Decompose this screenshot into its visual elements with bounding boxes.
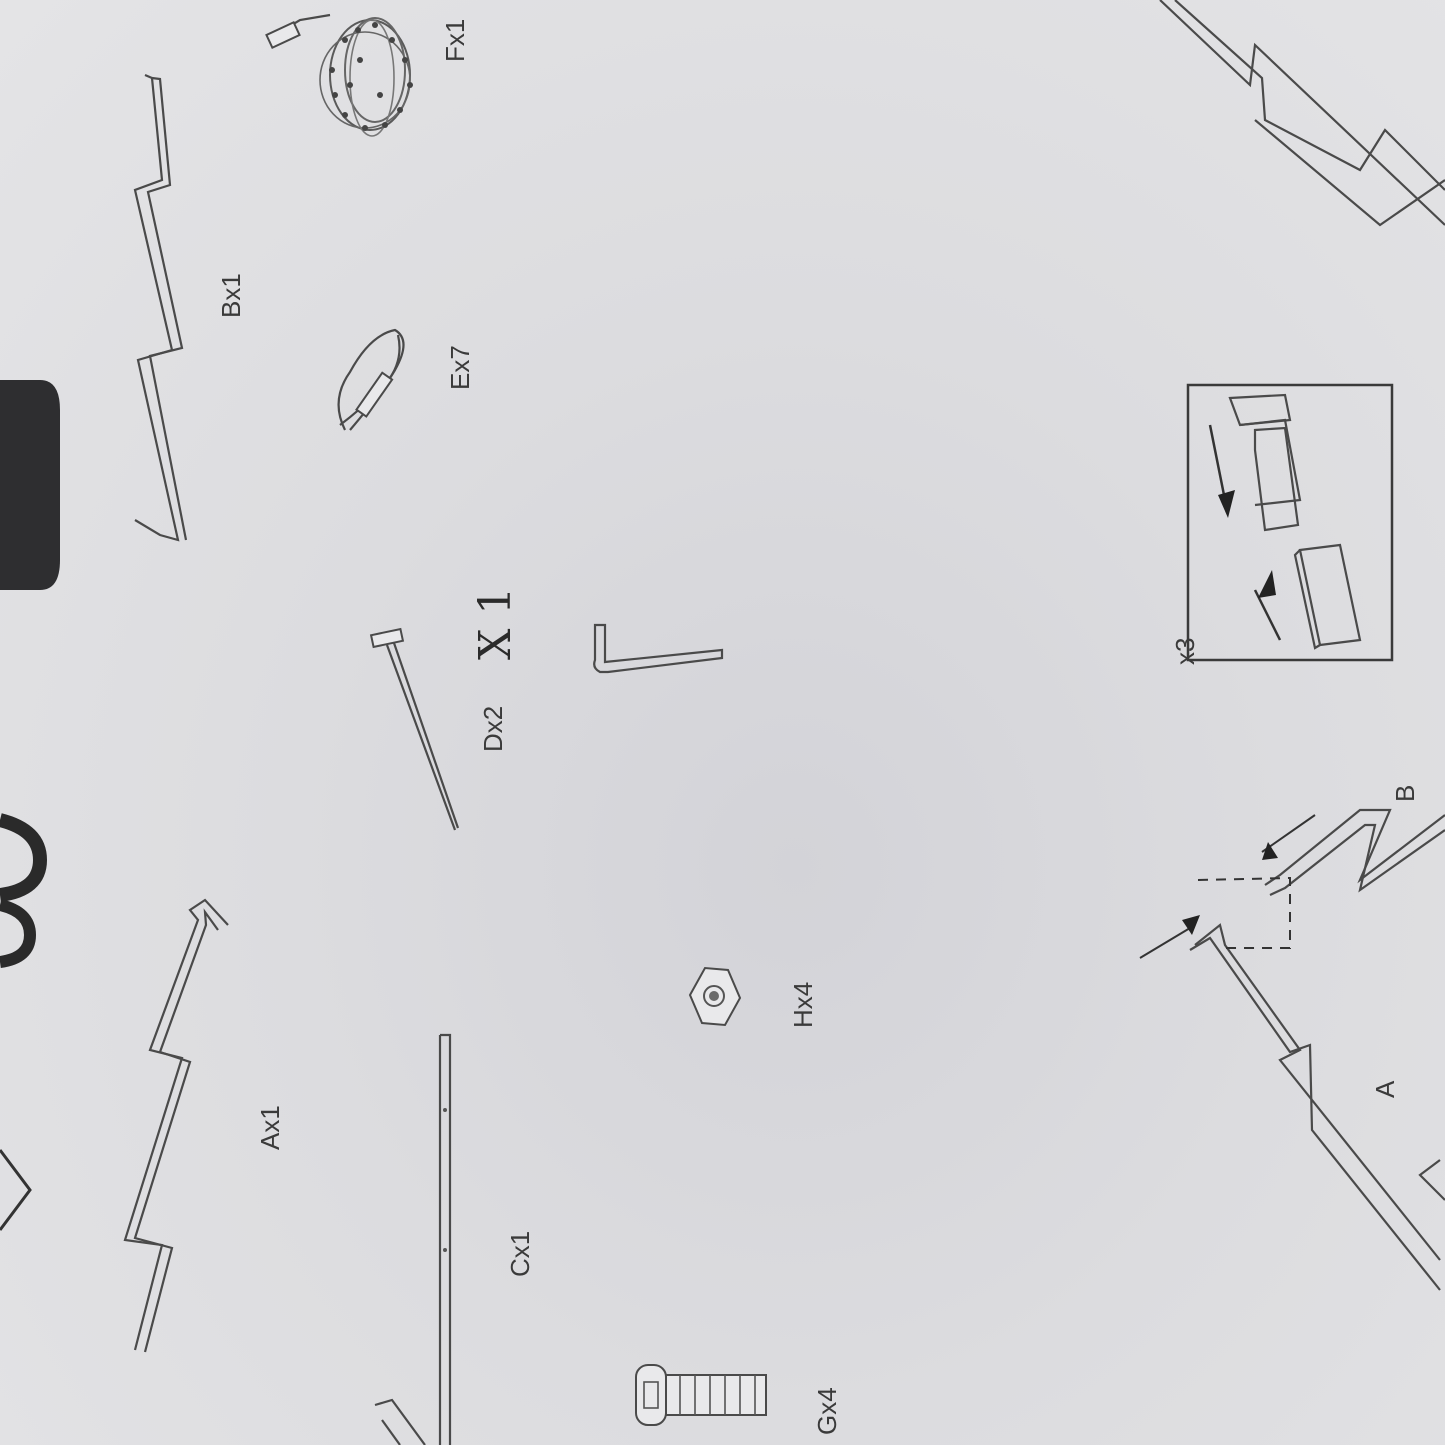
label-part-g: Gx4 bbox=[812, 1387, 842, 1435]
left-edge-object bbox=[0, 380, 60, 590]
label-detail-count: x3 bbox=[1170, 637, 1200, 665]
part-h-nut bbox=[688, 966, 742, 1027]
label-part-d: Dx2 bbox=[478, 705, 508, 752]
label-part-c: Cx1 bbox=[505, 1230, 535, 1277]
label-part-e: Ex7 bbox=[445, 345, 475, 390]
label-part-a: Ax1 bbox=[255, 1105, 285, 1150]
label-step-b: B bbox=[1390, 784, 1420, 802]
left-edge-loop-2 bbox=[0, 899, 37, 968]
top-right-rail bbox=[1159, 0, 1445, 227]
part-g-bolt bbox=[635, 1364, 767, 1426]
assembly-step bbox=[1139, 808, 1445, 1291]
label-step-a: A bbox=[1370, 1080, 1400, 1098]
part-a-rail bbox=[123, 898, 229, 1353]
label-part-h: Hx4 bbox=[788, 981, 818, 1028]
part-e-cable-tie bbox=[337, 328, 405, 431]
label-part-d-handwritten: X 1 bbox=[470, 586, 521, 660]
left-edge-corner bbox=[0, 1149, 32, 1231]
part-b-rail bbox=[133, 73, 188, 542]
label-part-f: Fx1 bbox=[440, 18, 470, 62]
part-c-bar bbox=[438, 1033, 452, 1445]
label-part-b: Bx1 bbox=[216, 273, 246, 318]
allen-key bbox=[593, 623, 724, 674]
detail-box bbox=[1186, 383, 1394, 662]
left-edge-loop bbox=[0, 813, 48, 902]
part-d-pin bbox=[369, 627, 460, 831]
part-f-light-string bbox=[265, 13, 413, 137]
